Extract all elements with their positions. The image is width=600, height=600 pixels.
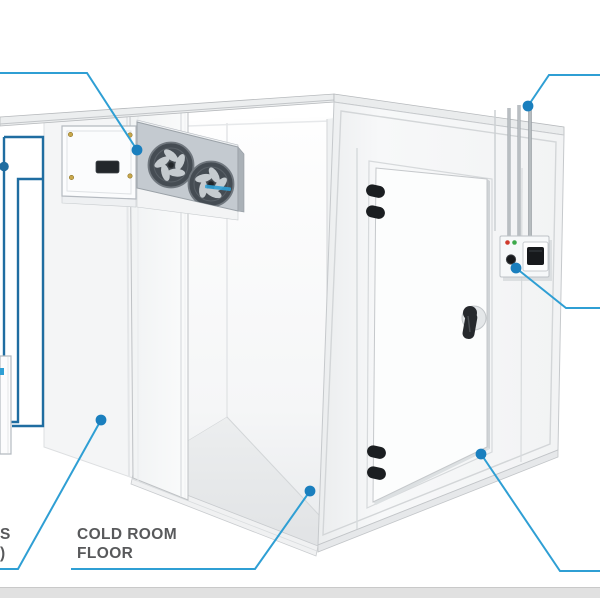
evaporator-control-box [61, 125, 137, 200]
door-handle-icon [461, 305, 487, 339]
wall-bottom-profile [317, 449, 559, 553]
refrigerant-line-inner [10, 177, 43, 424]
floor-label-line2: FLOOR [77, 545, 134, 562]
leader-dot [475, 448, 487, 460]
panel-knob [505, 254, 517, 265]
leader-dot [131, 144, 143, 156]
floor-label-line1: COLD ROOM [77, 526, 178, 543]
brand-mark [205, 184, 232, 191]
refrigerant-lines [0, 135, 45, 428]
display-screen [527, 247, 544, 265]
walls-label-fragment-line1: S [0, 526, 11, 543]
fan-icon [147, 141, 195, 189]
refrigerant-line-outer [4, 135, 45, 428]
floor-label: COLD ROOM FLOOR [77, 525, 177, 563]
hinge-icon [367, 466, 386, 480]
door-panel [372, 167, 488, 503]
display-screen [95, 160, 120, 174]
fan-icon [187, 160, 235, 208]
led-indicator-icon [505, 240, 510, 245]
control-panel [499, 235, 552, 281]
ceiling-pipes [494, 103, 532, 237]
walls-label-fragment-line2: ) [0, 545, 6, 562]
brand-mark [0, 368, 4, 375]
callout-leaders [0, 72, 600, 572]
hinge-icon [366, 184, 385, 198]
walls-label-fragment: S ) [0, 525, 11, 563]
leader-dot [510, 262, 522, 274]
evaporator-unit [61, 119, 245, 221]
leader-evaporator [0, 72, 138, 151]
cold-room-door [366, 160, 493, 509]
hinge-icon [367, 445, 386, 459]
hinge-icon [366, 205, 385, 219]
junction-dot [0, 161, 9, 172]
leader-dot [304, 485, 316, 497]
leader-floor [71, 490, 311, 570]
leader-walls [0, 419, 102, 570]
door-hinges [366, 184, 386, 480]
page-bottom-strip [0, 587, 600, 598]
led-indicator-icon [512, 240, 517, 245]
equipment-box [0, 355, 12, 455]
leader-door [480, 453, 600, 572]
leader-dot [522, 100, 534, 112]
leader-control-panel [515, 267, 600, 309]
leader-pipes [527, 74, 600, 107]
wall-frame-inset [322, 110, 557, 537]
leader-dot [95, 414, 107, 426]
ceiling-edge [187, 120, 331, 127]
door-frame [366, 160, 493, 509]
